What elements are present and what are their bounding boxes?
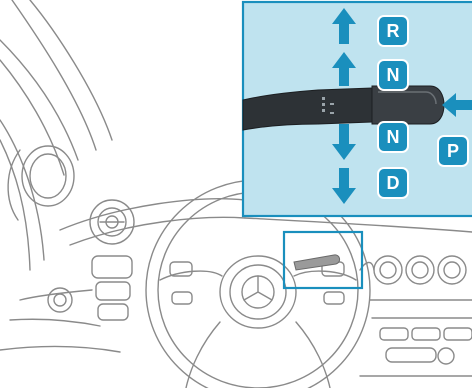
brand-star [242, 276, 274, 308]
a-pillar-lines [0, 0, 112, 270]
right-air-vents [360, 256, 466, 284]
gear-letter-neutral-up: N [387, 65, 400, 85]
gear-badge-drive: D [378, 168, 408, 198]
gear-letter-drive: D [387, 173, 400, 193]
gear-letter-reverse: R [387, 21, 400, 41]
gear-letter-neutral-down: N [387, 127, 400, 147]
left-control-panel [0, 256, 132, 352]
gear-badge-reverse: R [378, 16, 408, 46]
center-console [360, 300, 472, 376]
lever-mini [294, 255, 340, 270]
side-mirror-shape [8, 146, 74, 220]
gear-badge-park: P [438, 136, 468, 166]
gear-badge-neutral-down: N [378, 122, 408, 152]
gear-badge-neutral-up: N [378, 60, 408, 90]
left-air-vent [90, 200, 134, 244]
detail-inset-panel: R N N D P [243, 2, 472, 216]
gear-letter-park: P [447, 141, 459, 161]
